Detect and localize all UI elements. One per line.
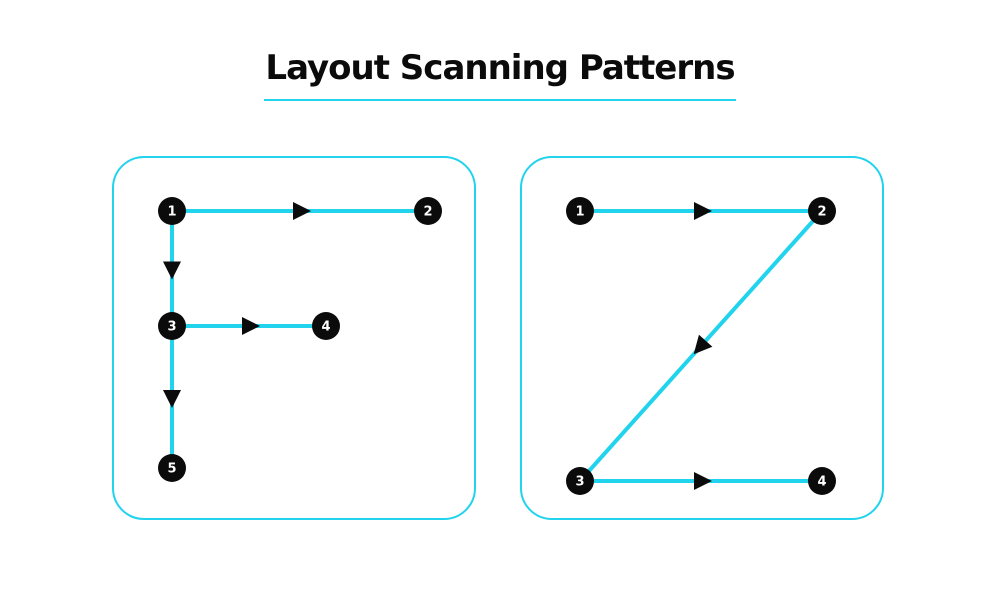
f-pattern-node-label-3: 3 xyxy=(167,320,176,335)
f-pattern-node-2 xyxy=(414,197,442,225)
f-pattern-arrow-icon-3-5 xyxy=(163,390,181,408)
z-pattern-node-label-3: 3 xyxy=(575,475,584,490)
z-pattern-arrow-icon-1-2 xyxy=(694,202,712,220)
z-pattern-node-2 xyxy=(808,197,836,225)
z-pattern-node-label-1: 1 xyxy=(575,205,584,220)
f-pattern-node-1 xyxy=(158,197,186,225)
title-underline xyxy=(264,99,736,101)
f-pattern-arrow-icon-1-2 xyxy=(293,202,311,220)
f-pattern-node-5 xyxy=(158,454,186,482)
f-pattern-panel xyxy=(112,156,476,520)
f-pattern-node-3 xyxy=(158,312,186,340)
f-pattern-node-4 xyxy=(312,312,340,340)
z-pattern-arrow-icon-3-4 xyxy=(694,472,712,490)
f-pattern-node-label-5: 5 xyxy=(167,462,176,477)
z-pattern-node-3 xyxy=(566,467,594,495)
f-pattern-node-label-4: 4 xyxy=(321,320,330,335)
f-pattern-node-label-2: 2 xyxy=(423,205,432,220)
z-pattern-node-1 xyxy=(566,197,594,225)
z-pattern-node-4 xyxy=(808,467,836,495)
f-pattern-group: 1 2 3 4 5 xyxy=(158,197,442,482)
z-pattern-panel xyxy=(520,156,884,520)
f-pattern-arrow-icon-1-3 xyxy=(163,261,181,280)
z-pattern-arrow-icon-2-3 xyxy=(693,334,713,355)
f-pattern-node-label-1: 1 xyxy=(167,205,176,220)
z-pattern-node-label-4: 4 xyxy=(817,475,826,490)
z-pattern-node-label-2: 2 xyxy=(817,205,826,220)
f-pattern-arrow-icon-3-4 xyxy=(242,317,260,335)
page-title: Layout Scanning Patterns xyxy=(265,48,735,88)
z-pattern-group: 1 2 3 4 xyxy=(566,197,836,495)
